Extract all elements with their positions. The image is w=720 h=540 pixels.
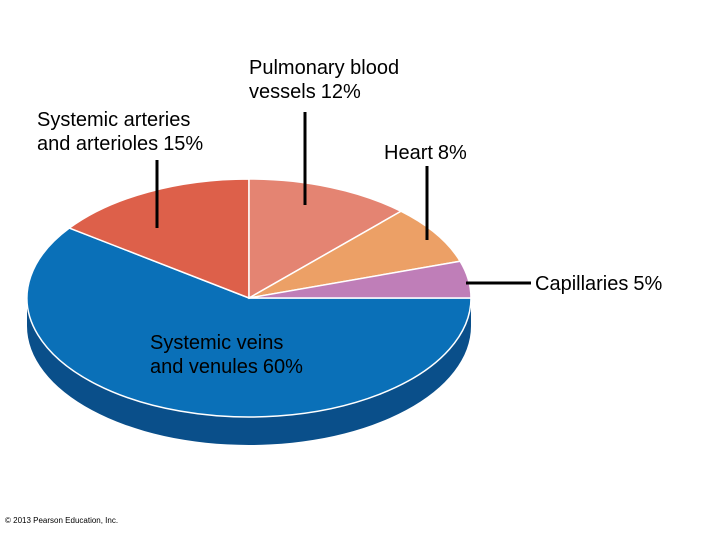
slice-systemic-arteries	[67, 178, 250, 300]
leader-lines	[155, 112, 531, 285]
label-veins-line1: Systemic veins	[150, 332, 284, 354]
value-pulmonary: 12%	[320, 81, 361, 103]
slice-heart	[248, 210, 462, 299]
label-heart-name: Heart	[384, 142, 433, 164]
value-capillaries: 5%	[633, 273, 663, 295]
slice-capillaries	[248, 260, 472, 299]
pie-slices	[26, 178, 472, 418]
slice-pulmonary-blood	[248, 178, 403, 300]
side-systemic-veins	[27, 298, 471, 445]
value-sysart: 15%	[163, 133, 204, 155]
label-sysart-line2: and arterioles	[37, 133, 159, 155]
label-veins-line2: and venules	[150, 356, 258, 378]
label-pulmonary-line1: Pulmonary blood	[249, 57, 400, 79]
label-sysart-line1: Systemic arteries	[37, 109, 191, 131]
value-heart: 8%	[437, 142, 467, 164]
pie-side-walls	[27, 298, 471, 445]
label-pulmonary-line2: vessels	[249, 81, 316, 103]
value-veins: 60%	[262, 356, 303, 378]
label-capillaries-name: Capillaries	[535, 273, 629, 295]
slice-systemic-veins	[26, 227, 472, 418]
copyright-notice: © 2013 Pearson Education, Inc.	[5, 516, 119, 525]
